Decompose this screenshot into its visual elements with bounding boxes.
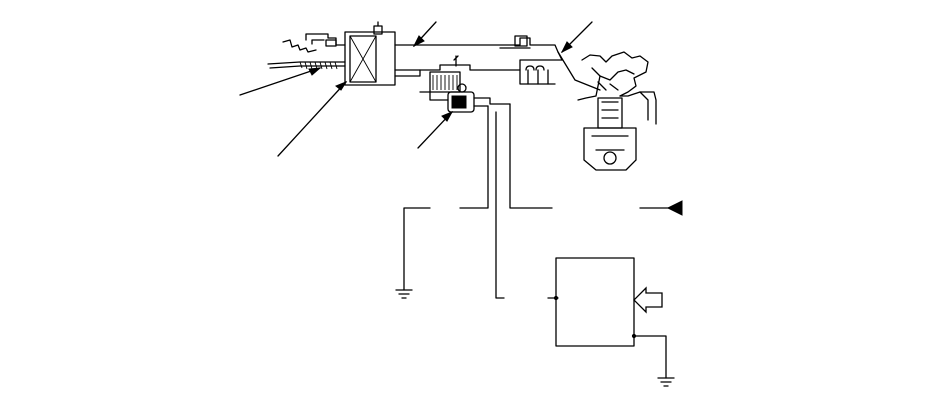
throttle-body-icon xyxy=(419,55,511,113)
ecm-box-icon xyxy=(555,257,667,379)
ground-symbol-icon xyxy=(657,377,675,387)
ground-symbol-icon xyxy=(395,289,413,299)
signal-input-arrow-icon xyxy=(633,286,663,314)
engine-icon xyxy=(577,51,657,171)
arrow-pointer-icon xyxy=(666,200,683,216)
inlet-duct xyxy=(267,33,346,70)
intake-tube xyxy=(394,35,601,91)
air-cleaner-icon xyxy=(344,21,396,86)
leader-lines xyxy=(239,21,593,157)
sensor-wiring xyxy=(403,103,671,301)
